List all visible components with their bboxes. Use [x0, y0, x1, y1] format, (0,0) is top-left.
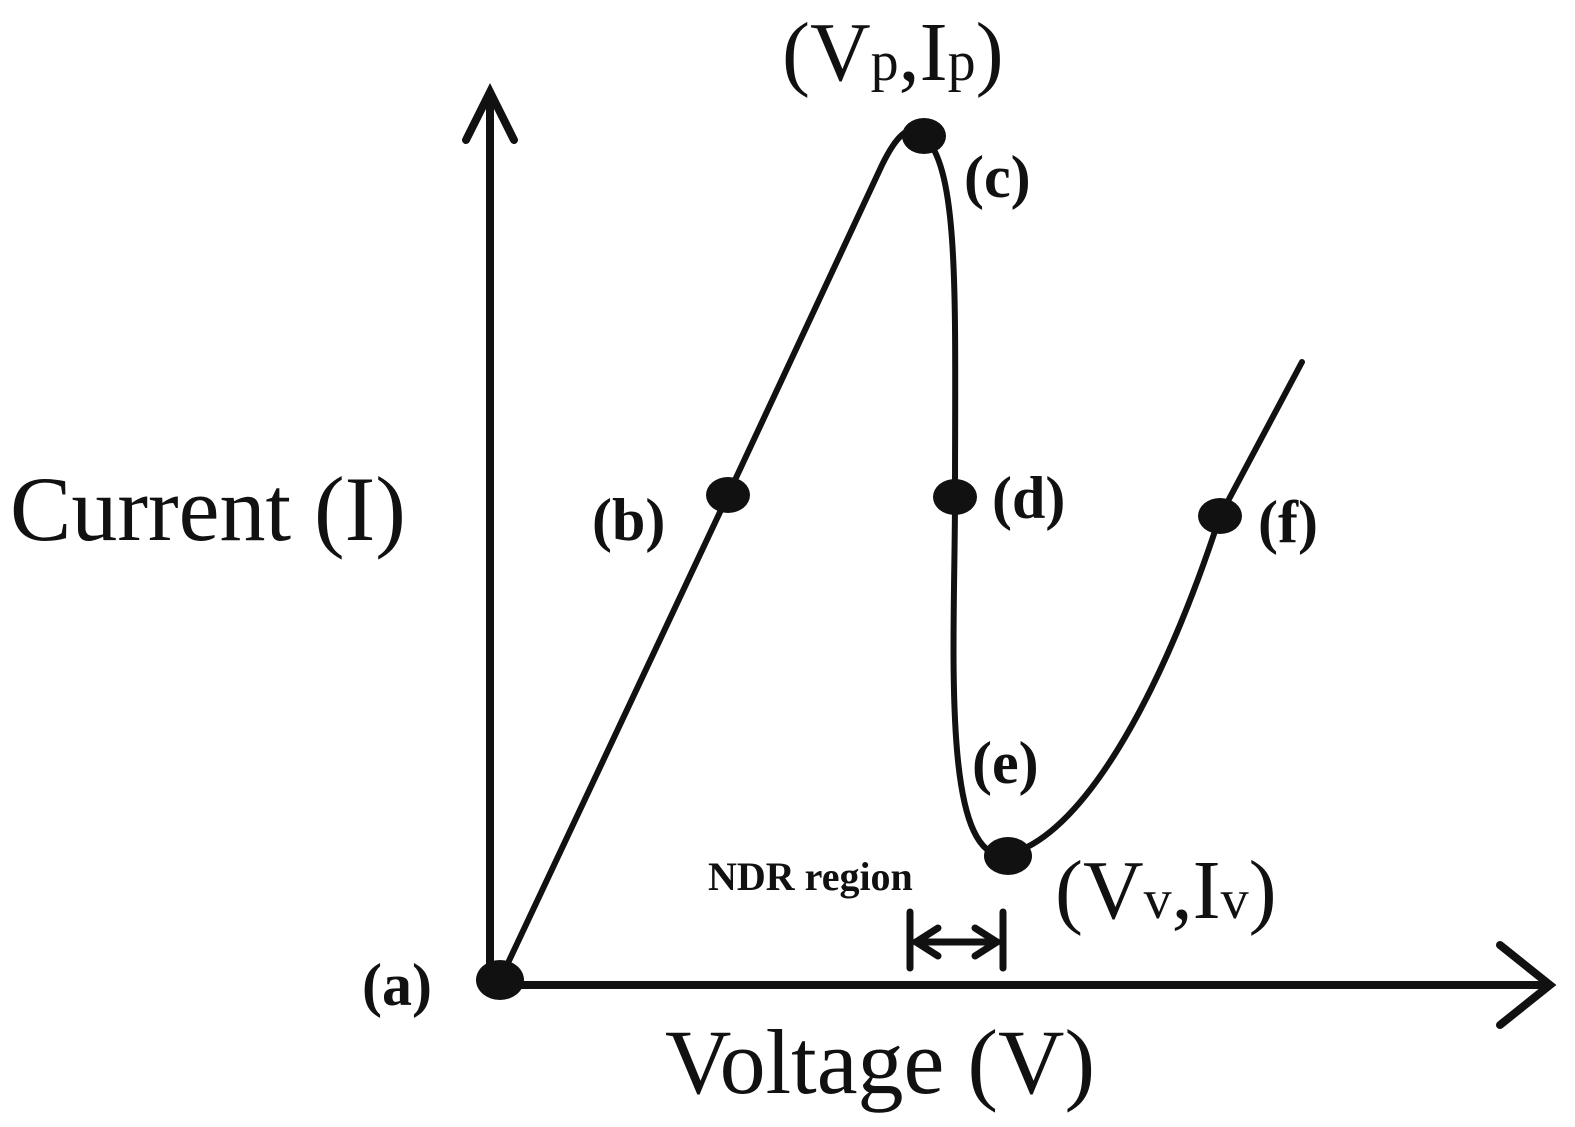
peak-open: (V: [782, 6, 871, 99]
point-d-label: (d): [992, 465, 1065, 531]
ndr-left-arrowhead: [909, 924, 942, 960]
ndr-region-label: NDR region: [708, 854, 913, 899]
y-axis-label: Current (I): [10, 458, 406, 560]
point-f-label: (f): [1258, 489, 1318, 555]
x-axis-arrowhead: [1496, 941, 1557, 1029]
peak-coordinate-label: (Vp,Ip): [782, 6, 1004, 99]
peak-close: ): [976, 6, 1004, 99]
point-b-label: (b): [592, 487, 665, 553]
x-axis-label: Voltage (V): [665, 1011, 1095, 1113]
axes: [462, 83, 1557, 1029]
peak-v-sub: p: [871, 31, 899, 93]
valley-i-sub: v: [1221, 869, 1249, 931]
peak-i-sub: p: [948, 31, 976, 93]
peak-mid: ,I: [899, 6, 948, 99]
valley-close: ): [1249, 844, 1277, 937]
point-e-marker: [984, 837, 1032, 875]
point-c-label: (c): [964, 144, 1031, 210]
ndr-right-arrowhead: [971, 924, 1004, 960]
point-a-label: (a): [362, 952, 432, 1018]
valley-v-sub: v: [1144, 869, 1172, 931]
point-e-label: (e): [972, 730, 1039, 796]
valley-open: (V: [1055, 844, 1144, 937]
point-a-marker: [476, 960, 524, 1000]
valley-coordinate-label: (Vv,Iv): [1055, 844, 1277, 937]
y-axis-arrowhead: [462, 83, 518, 144]
ndr-arrow: [906, 908, 1007, 972]
point-b-marker: [706, 477, 750, 513]
curve-points: [476, 118, 1242, 1000]
point-c-marker: [902, 118, 946, 154]
point-d-marker: [933, 479, 977, 515]
point-f-marker: [1198, 498, 1242, 534]
valley-mid: ,I: [1172, 844, 1221, 937]
